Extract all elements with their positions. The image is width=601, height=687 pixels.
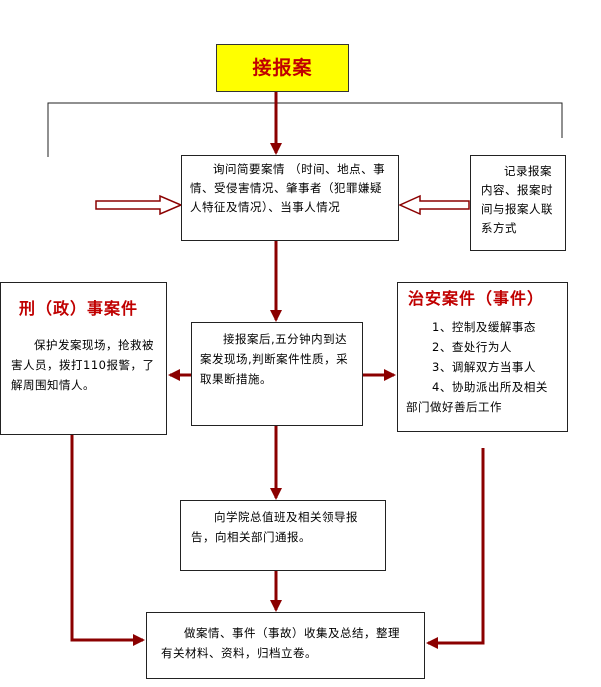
- on-site-box: 接报案后,五分钟内到达案发现场,判断案件性质，采取果断措施。: [191, 322, 363, 426]
- archive-box: 做案情、事件（事故）收集及总结，整理有关材料、资料，归档立卷。: [146, 612, 425, 679]
- inquire-box: 询问简要案情 （时间、地点、事情、受侵害情况、肇事者（犯罪嫌疑人特征及情况）、当…: [181, 155, 399, 241]
- criminal-case-title: 刑（政）事案件: [19, 299, 139, 318]
- report-box: 向学院总值班及相关领导报告，向相关部门通报。: [180, 500, 386, 571]
- security-item-2: 2、查处行为人: [432, 340, 512, 354]
- security-item-3: 3、调解双方当事人: [432, 360, 536, 374]
- arrow-security-to-final: [426, 448, 485, 649]
- hollow-arrow-right: [398, 194, 470, 216]
- inquire-text: 询问简要案情 （时间、地点、事情、受侵害情况、肇事者（犯罪嫌疑人特征及情况）、当…: [190, 162, 386, 214]
- on-site-text: 接报案后,五分钟内到达案发现场,判断案件性质，采取果断措施。: [200, 332, 349, 386]
- record-box: 记录报案内容、报案时间与报案人联系方式: [470, 155, 566, 251]
- security-item-4: 4、协助派出所及相关部门做好善后工作: [406, 380, 548, 414]
- criminal-case-text: 保护发案现场，抢救被害人员，拨打110报警，了解周围知情人。: [11, 338, 155, 392]
- report-text: 向学院总值班及相关领导报告，向相关部门通报。: [191, 510, 358, 544]
- arrow-criminal-to-final: [70, 435, 145, 646]
- record-text: 记录报案内容、报案时间与报案人联系方式: [481, 164, 553, 235]
- criminal-case-box: 刑（政）事案件 保护发案现场，抢救被害人员，拨打110报警，了解周围知情人。: [0, 282, 167, 435]
- hollow-arrow-left: [95, 194, 183, 216]
- security-case-box: 治安案件（事件） 1、控制及缓解事态 2、查处行为人 3、调解双方当事人 4、协…: [397, 282, 568, 432]
- archive-text: 做案情、事件（事故）收集及总结，整理有关材料、资料，归档立卷。: [161, 626, 400, 660]
- title-box: 接报案: [216, 44, 349, 92]
- bracket-line: [47, 102, 563, 157]
- title-text: 接报案: [252, 57, 313, 79]
- security-item-1: 1、控制及缓解事态: [432, 320, 536, 334]
- security-case-title: 治安案件（事件）: [408, 289, 545, 308]
